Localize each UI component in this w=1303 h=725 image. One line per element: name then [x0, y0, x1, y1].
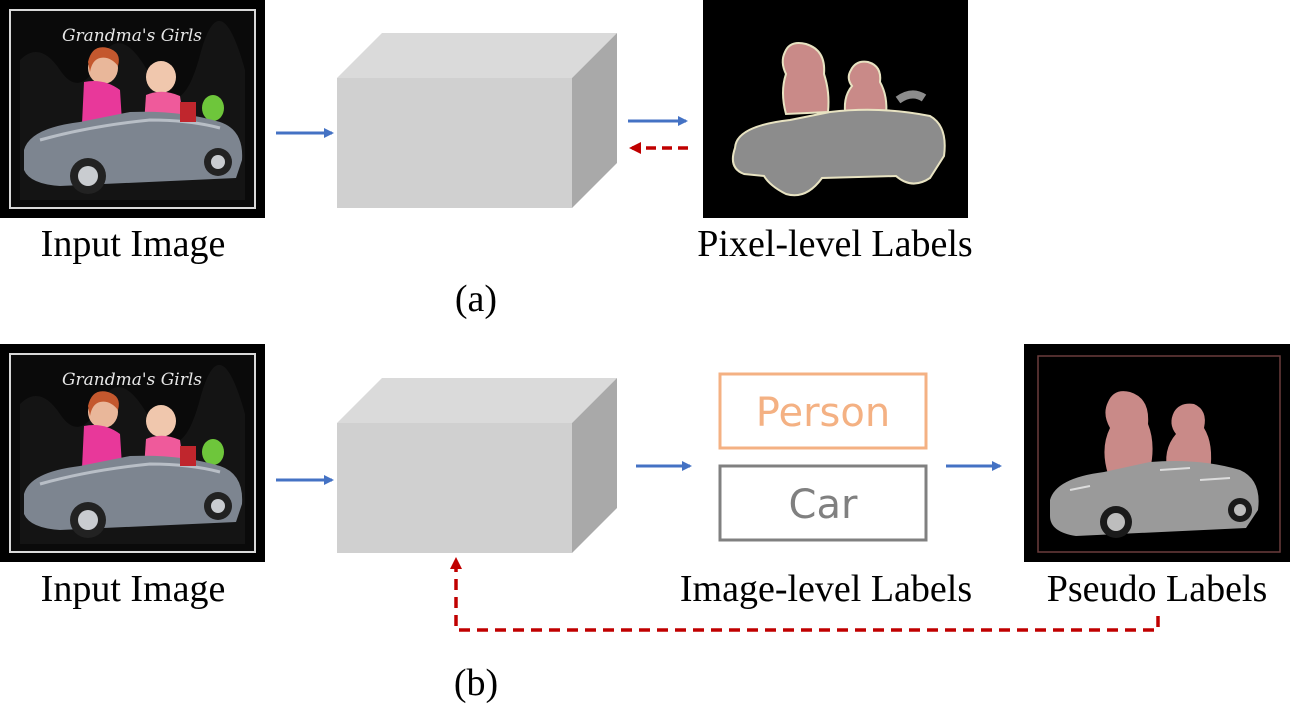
input-image-label-b: Input Image — [41, 568, 226, 610]
photo-title-a: Grandma's Girls — [62, 26, 202, 46]
photo-title-b: Grandma's Girls — [62, 370, 202, 390]
pixel-level-labels-label: Pixel-level Labels — [697, 223, 972, 265]
input-image-label-a: Input Image — [41, 223, 226, 265]
pseudo-labels-label: Pseudo Labels — [1047, 568, 1268, 610]
caption-a: (a) — [455, 278, 497, 320]
panel-a: Grandma's Girls Input Image Pixel-level … — [0, 0, 973, 320]
person-label: Person — [756, 390, 890, 436]
car-label: Car — [789, 482, 858, 528]
image-level-labels-caption: Image-level Labels — [680, 568, 972, 610]
panel-b: Grandma's Girls Input Image Person Car I… — [0, 342, 1290, 704]
dashed-feedback-arrow-icon — [450, 557, 1160, 632]
person-label-box — [718, 372, 928, 450]
pixel-label-mask — [703, 0, 968, 218]
caption-b: (b) — [454, 662, 498, 704]
car-label-box — [718, 464, 928, 542]
network-cube-icon — [337, 378, 617, 553]
pseudo-label-mask — [1024, 344, 1290, 562]
network-cube-icon — [337, 33, 617, 208]
